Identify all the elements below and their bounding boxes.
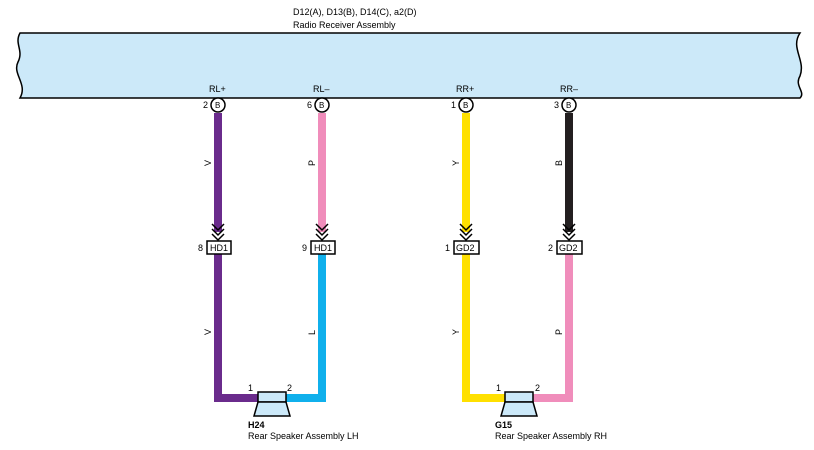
speaker-lh: 1 2 H24 Rear Speaker Assembly LH — [248, 383, 359, 441]
receiver-pin-rl-minus: RL– B 6 — [307, 84, 330, 113]
pin-number: 2 — [203, 100, 208, 110]
speaker-icon — [257, 391, 287, 403]
signal-label: RL+ — [209, 84, 226, 94]
wire-code-lower-3: Y — [451, 329, 461, 335]
wire-code-upper-4: B — [554, 160, 564, 166]
wire-lh-minus-lower — [286, 254, 326, 402]
connector-letter: B — [319, 101, 324, 110]
speaker-code: H24 — [248, 420, 265, 430]
receiver-pin-rl-plus: RL+ B 2 — [203, 84, 226, 113]
signal-label: RL– — [313, 84, 330, 94]
speaker-pin-left: 1 — [496, 383, 501, 393]
wire-rh-plus-lower — [462, 254, 506, 402]
junction-hd1-pin8: HD1 8 — [198, 240, 232, 255]
connector-letter: B — [215, 101, 220, 110]
junction-label: HD1 — [314, 243, 332, 253]
connector-chevrons-1 — [211, 223, 225, 242]
receiver-pin-rr-plus: RR+ B 1 — [451, 84, 474, 113]
signal-label: RR– — [560, 84, 578, 94]
wire-code-upper-2: P — [307, 160, 317, 166]
pin-number: 6 — [307, 100, 312, 110]
junction-pin: 8 — [198, 243, 203, 253]
speaker-rh: 1 2 G15 Rear Speaker Assembly RH — [495, 383, 607, 441]
speaker-name: Rear Speaker Assembly RH — [495, 431, 607, 441]
radio-receiver-body — [15, 32, 803, 99]
connector-chevrons-3 — [459, 223, 473, 242]
wire-code-lower-2: L — [307, 330, 317, 335]
connector-chevrons-2 — [315, 223, 329, 242]
speaker-code: G15 — [495, 420, 512, 430]
junction-label: GD2 — [559, 243, 578, 253]
wire-code-upper-3: Y — [451, 160, 461, 166]
receiver-pin-rr-minus: RR– B 3 — [554, 84, 578, 113]
wire-lh-plus-lower — [214, 254, 258, 402]
wire-code-lower-4: P — [554, 329, 564, 335]
junction-pin: 2 — [548, 243, 553, 253]
speaker-name: Rear Speaker Assembly LH — [248, 431, 359, 441]
junction-hd1-pin9: HD1 9 — [302, 240, 336, 255]
pin-number: 3 — [554, 100, 559, 110]
signal-label: RR+ — [456, 84, 474, 94]
junction-pin: 1 — [445, 243, 450, 253]
connector-letter: B — [566, 101, 571, 110]
receiver-codes: D12(A), D13(B), D14(C), a2(D) — [293, 7, 417, 17]
speaker-pin-left: 1 — [248, 383, 253, 393]
wire-rh-minus-lower — [532, 254, 573, 402]
junction-gd2-pin2: GD2 2 — [548, 240, 583, 255]
junction-label: GD2 — [456, 243, 475, 253]
connector-chevrons-4 — [562, 223, 576, 242]
junction-gd2-pin1: GD2 1 — [445, 240, 480, 255]
wire-code-upper-1: V — [203, 160, 213, 166]
pin-number: 1 — [451, 100, 456, 110]
junction-label: HD1 — [210, 243, 228, 253]
speaker-pin-right: 2 — [287, 383, 292, 393]
junction-pin: 9 — [302, 243, 307, 253]
wire-code-lower-1: V — [203, 329, 213, 335]
connector-letter: B — [463, 101, 468, 110]
speaker-icon — [504, 391, 534, 403]
speaker-pin-right: 2 — [535, 383, 540, 393]
receiver-name: Radio Receiver Assembly — [293, 20, 396, 30]
